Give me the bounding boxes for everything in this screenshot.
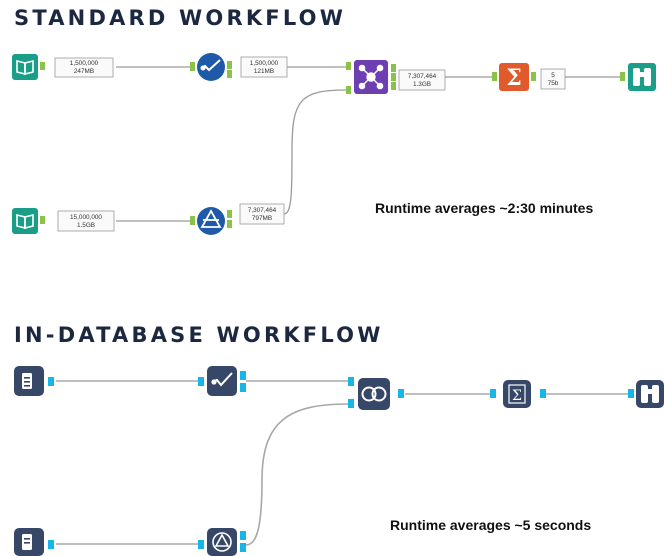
connect-in-db-icon bbox=[22, 373, 32, 389]
summarize-in-db-icon: Σ bbox=[508, 384, 526, 404]
browse-in-db-tool[interactable] bbox=[628, 380, 664, 408]
join-in-db-icon bbox=[361, 386, 387, 402]
formula-in-db-tool[interactable] bbox=[198, 528, 246, 556]
data-size: 1.5GB bbox=[77, 222, 95, 229]
browse-binoculars-icon bbox=[633, 68, 651, 86]
output-anchor[interactable] bbox=[531, 72, 536, 81]
record-count: 15,000,000 bbox=[70, 214, 102, 221]
connector-line bbox=[245, 403, 349, 546]
output-anchor[interactable] bbox=[240, 531, 246, 540]
left-output-anchor[interactable] bbox=[391, 64, 396, 72]
browse-in-db-icon bbox=[641, 385, 659, 403]
filter-in-db-icon bbox=[211, 372, 233, 387]
in-database-runtime-note: Runtime averages ~5 seconds bbox=[390, 517, 592, 533]
output-anchor[interactable] bbox=[540, 389, 546, 398]
filter-in-db-tool[interactable] bbox=[198, 366, 246, 396]
record-count: 1,500,000 bbox=[70, 60, 99, 67]
record-count-box-input2: 15,000,000 1.5GB bbox=[57, 210, 115, 232]
summarize-tool[interactable]: Σ bbox=[492, 63, 536, 91]
standard-workflow-title: STANDARD WORKFLOW bbox=[14, 6, 347, 30]
data-size: 121MB bbox=[254, 68, 274, 75]
data-size: 1.3GB bbox=[413, 81, 431, 88]
formula-in-db-icon bbox=[212, 532, 232, 552]
join-output-anchor[interactable] bbox=[391, 73, 396, 81]
in-db-connections bbox=[56, 380, 628, 546]
input-anchor[interactable] bbox=[198, 377, 204, 386]
summarize-in-db-tool[interactable]: Σ bbox=[490, 380, 546, 408]
record-count: 1,500,000 bbox=[250, 60, 279, 67]
book-input-icon bbox=[16, 59, 34, 76]
false-anchor[interactable] bbox=[227, 70, 232, 78]
true-anchor[interactable] bbox=[227, 61, 232, 69]
output-anchor[interactable] bbox=[227, 210, 232, 218]
input-anchor[interactable] bbox=[190, 62, 195, 71]
input-anchor[interactable] bbox=[620, 72, 625, 81]
in-database-workflow-title: IN-DATABASE WORKFLOW bbox=[14, 323, 384, 347]
formula-tool[interactable] bbox=[190, 207, 232, 235]
formula-triangle-icon bbox=[200, 209, 222, 228]
record-count-box-filter: 1,500,000 121MB bbox=[240, 56, 288, 78]
left-input-anchor[interactable] bbox=[348, 377, 354, 386]
input-anchor[interactable] bbox=[492, 72, 497, 81]
connect-in-db-tool-2[interactable] bbox=[14, 528, 54, 556]
connector-line bbox=[283, 89, 347, 215]
data-size: 247MB bbox=[74, 68, 94, 75]
record-count-box-input1: 1,500,000 247MB bbox=[54, 57, 114, 78]
right-input-anchor[interactable] bbox=[348, 399, 354, 408]
left-input-anchor[interactable] bbox=[346, 62, 351, 70]
record-count: 7,307,464 bbox=[408, 73, 437, 80]
input-anchor[interactable] bbox=[190, 216, 195, 225]
output-anchor[interactable] bbox=[48, 377, 54, 386]
input-anchor[interactable] bbox=[628, 389, 634, 398]
input-data-tool-2[interactable] bbox=[12, 208, 45, 234]
record-count: 5 bbox=[551, 72, 555, 79]
svg-text:Σ: Σ bbox=[512, 388, 522, 404]
standard-connections bbox=[116, 66, 620, 222]
false-anchor[interactable] bbox=[240, 383, 246, 392]
input-data-tool-1[interactable] bbox=[12, 54, 45, 80]
output-anchor[interactable] bbox=[227, 220, 232, 228]
record-count-box-summarize: 5 75b bbox=[540, 68, 566, 90]
book-input-icon bbox=[16, 213, 34, 230]
output-anchor[interactable] bbox=[40, 216, 45, 224]
record-count-box-formula: 7,307,464 797MB bbox=[239, 203, 285, 225]
filter-check-icon bbox=[200, 59, 221, 72]
input-anchor[interactable] bbox=[490, 389, 496, 398]
standard-runtime-note: Runtime averages ~2:30 minutes bbox=[375, 200, 594, 216]
summarize-sigma-icon: Σ bbox=[506, 65, 522, 91]
data-size: 75b bbox=[548, 80, 559, 87]
right-input-anchor[interactable] bbox=[346, 86, 351, 94]
output-anchor[interactable] bbox=[48, 540, 54, 549]
filter-tool[interactable] bbox=[190, 53, 232, 81]
output-anchor[interactable] bbox=[398, 389, 404, 398]
output-anchor[interactable] bbox=[40, 62, 45, 70]
record-count: 7,307,464 bbox=[248, 207, 277, 214]
connect-in-db-tool-1[interactable] bbox=[14, 366, 54, 396]
output-anchor[interactable] bbox=[240, 543, 246, 552]
join-tool[interactable] bbox=[346, 60, 396, 94]
connect-in-db-icon bbox=[22, 534, 32, 550]
right-output-anchor[interactable] bbox=[391, 82, 396, 90]
browse-tool[interactable] bbox=[620, 63, 656, 91]
join-in-db-tool[interactable] bbox=[348, 377, 404, 410]
input-anchor[interactable] bbox=[198, 540, 204, 549]
join-icon bbox=[358, 64, 384, 90]
true-anchor[interactable] bbox=[240, 371, 246, 380]
data-size: 797MB bbox=[252, 215, 272, 222]
record-count-box-join: 7,307,464 1.3GB bbox=[398, 69, 446, 91]
